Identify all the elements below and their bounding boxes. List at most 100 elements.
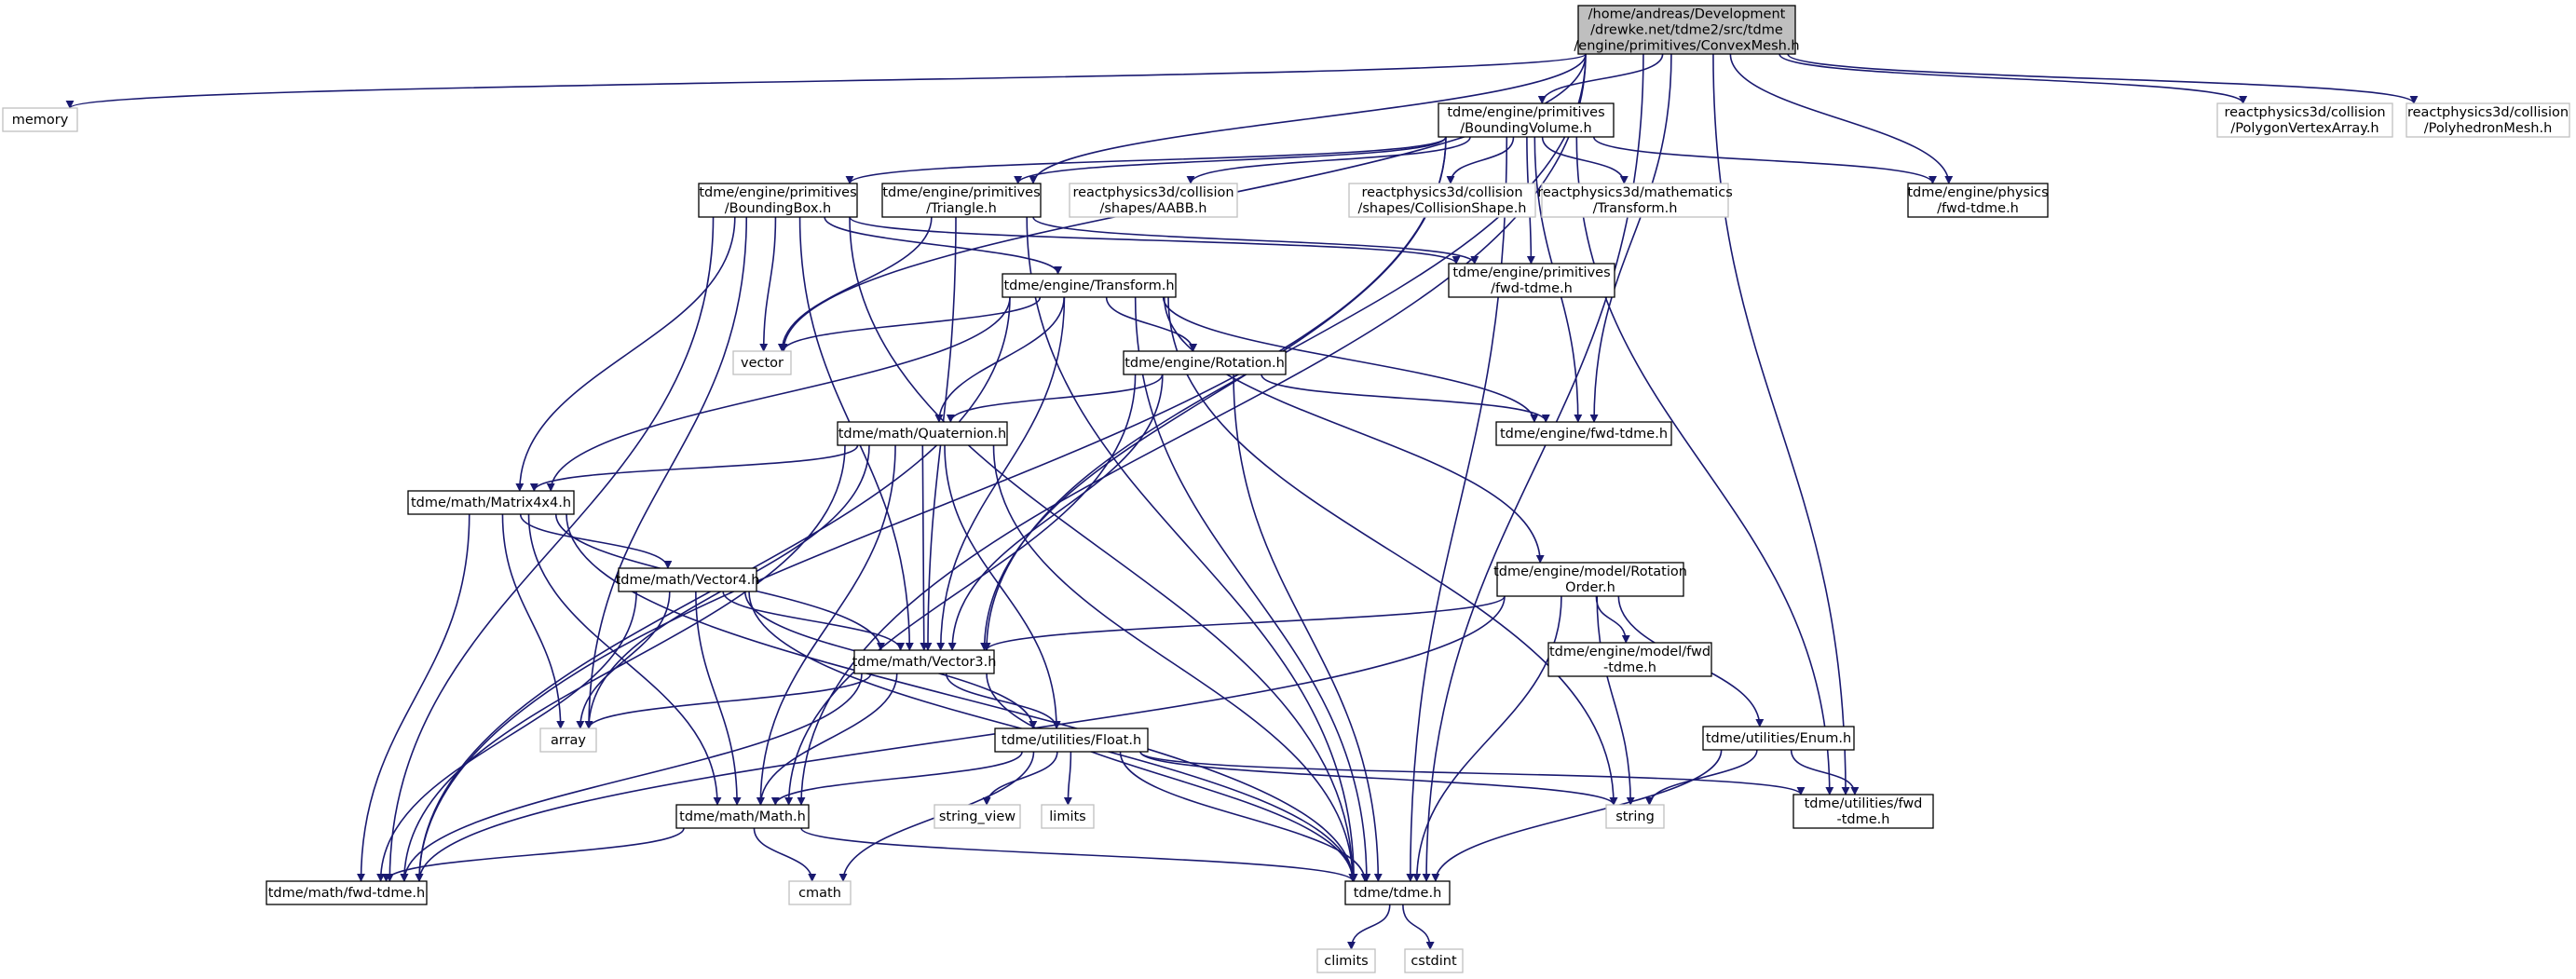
node-box [1907,183,2049,218]
dependency-edge-enum-tdmeh [1431,749,1723,882]
dependency-edge-bv-physfwd [1592,136,1937,184]
node-box [2406,102,2570,138]
node-transform[interactable]: tdme/engine/Transform.h [1002,273,1177,298]
node-modelfwd[interactable]: tdme/engine/model/fwd-tdme.h [1547,642,1712,677]
node-box [788,880,852,905]
edge-path [1163,296,1545,564]
node-label-line: /Transform.h [1593,201,1678,216]
edge-path [1595,595,1630,644]
dependency-edge-bb-mat [515,216,736,492]
dependency-edge-quat-mathfwd [400,444,846,882]
node-label-line: tdme/utilities/Enum.h [1706,731,1851,746]
dependency-edge-vec3-mathfwd [400,673,863,882]
node-bv[interactable]: tdme/engine/primitives/BoundingVolume.h [1438,102,1615,138]
dependency-edge-tri-tdmeh [1026,216,1358,882]
node-box [1547,642,1712,677]
edge-path [824,216,1063,275]
dependency-edge-tri-vector [777,216,933,352]
edge-path [584,673,872,729]
node-primfwd[interactable]: tdme/engine/primitives/fwd-tdme.h [1448,263,1615,298]
edge-path [1026,216,1358,882]
edge-path [992,444,1357,882]
node-float[interactable]: tdme/utilities/Float.h [994,727,1149,753]
edge-path [400,444,846,882]
edge-path [1029,53,1587,184]
node-label-line: /shapes/CollisionShape.h [1357,201,1526,216]
node-vec4[interactable]: tdme/math/Vector4.h [616,567,760,592]
node-label-line: tdme/math/Vector4.h [616,573,760,588]
dependency-edge-mathh-cmath [753,827,817,882]
dependency-edge-bb-tdmeh [849,216,1357,882]
edge-path [982,751,1058,806]
node-box [1577,5,1796,55]
dependency-edge-transform-enginefwd [1162,296,1539,423]
node-tri[interactable]: tdme/engine/primitives/Triangle.h [881,183,1042,218]
node-box [1123,350,1287,375]
dependency-edge-rotation-quat [946,374,1164,423]
node-mathh[interactable]: tdme/math/Math.h [675,804,810,829]
dependency-edge-rotation-mathh [784,374,1137,806]
node-box [853,649,995,674]
node-tdmeh[interactable]: tdme/tdme.h [1344,880,1451,905]
edge-path [1431,749,1723,882]
node-box [1496,562,1684,597]
node-label-line: tdme/engine/model/fwd [1549,645,1711,659]
node-label-line: tdme/math/Vector3.h [852,655,997,670]
edge-path [415,595,1506,882]
edge-path [756,673,898,806]
node-box [2,107,78,132]
node-rotation[interactable]: tdme/engine/Rotation.h [1123,350,1287,375]
node-mathfwd[interactable]: tdme/math/fwd-tdme.h [266,880,428,905]
node-box [698,183,858,218]
node-mat[interactable]: tdme/math/Matrix4x4.h [407,490,575,515]
edge-path [1589,53,1672,423]
node-box [675,804,810,829]
node-bb[interactable]: tdme/engine/primitives/BoundingBox.h [698,183,858,218]
edge-path [501,513,566,729]
node-box [266,880,428,905]
edge-path [777,216,933,352]
node-vec3[interactable]: tdme/math/Vector3.h [852,649,997,674]
edge-path [1787,53,2419,104]
dependency-edge-enum-string [1644,749,1758,806]
edge-path [986,673,1357,882]
node-label-line: /shapes/AABB.h [1099,201,1206,216]
edge-path [936,296,1066,651]
edge-path [1347,904,1391,950]
node-label-line: tdme/utilities/fwd [1805,796,1923,811]
node-box [539,727,597,753]
dependency-edge-transform-tdmeh [1134,296,1371,882]
dependency-edge-bb-primfwd [849,216,1461,265]
node-utilfwd[interactable]: tdme/utilities/fwd-tdme.h [1792,794,1934,829]
node-label-line: reactphysics3d/mathematics [1537,185,1733,200]
node-box [1605,804,1665,829]
nodes-layer: /home/andreas/Development/drewke.net/tdm… [2,5,2570,973]
edge-path [1139,751,1618,806]
dependency-edge-bv-cs [1446,136,1515,184]
edge-path [1134,296,1371,882]
node-enginefwd[interactable]: tdme/engine/fwd-tdme.h [1495,421,1672,446]
dependency-edge-bb-vector [759,216,777,352]
node-quat[interactable]: tdme/math/Quaternion.h [837,421,1008,446]
dependency-edge-root-phm [1787,53,2419,104]
node-physfwd[interactable]: tdme/engine/physics/fwd-tdme.h [1907,183,2049,218]
node-box [1541,183,1729,218]
node-root[interactable]: /home/andreas/Development/drewke.net/tdm… [1574,5,1800,55]
edge-path [382,827,685,882]
node-box [1344,880,1451,905]
node-label-line: reactphysics3d/collision [2224,105,2385,120]
node-box [1041,804,1095,829]
node-label-line: tdme/engine/Rotation.h [1124,356,1285,371]
node-label-line: tdme/math/fwd-tdme.h [268,886,425,901]
dependency-edge-vec4-mathh [695,591,742,806]
node-label-line: Order.h [1565,580,1615,595]
dependency-edge-vec3-tdmeh [986,673,1357,882]
dependency-edge-rotorder-vec3 [982,595,1506,651]
node-string: string [1605,804,1665,829]
node-label-line: memory [12,113,69,128]
node-vector: vector [732,350,792,375]
edge-path [1422,53,1644,882]
node-label-line: cmath [798,886,841,901]
node-enum[interactable]: tdme/utilities/Enum.h [1702,726,1855,751]
